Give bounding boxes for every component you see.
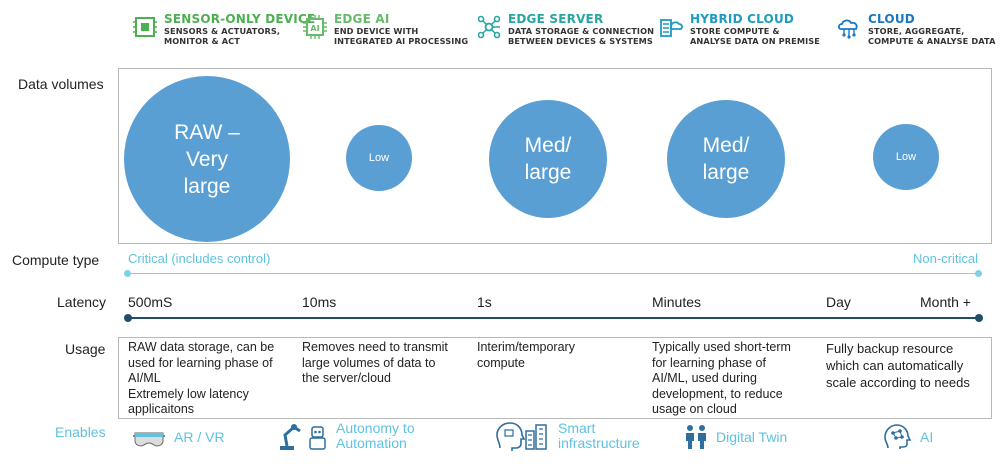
enables-ar-vr: AR / VR [132, 427, 225, 447]
tier-desc: STORE, AGGREGATE, COMPUTE & ANALYSE DATA [868, 26, 996, 46]
volume-bubble-cloud: Low [873, 124, 939, 190]
row-label-enables: Enables [55, 424, 106, 440]
tier-desc: DATA STORAGE & CONNECTION BETWEEN DEVICE… [508, 26, 655, 46]
ai-brain-icon [884, 424, 912, 449]
ai-chip-icon: AI [303, 15, 327, 39]
tier-edge-ai: AI EDGE AI END DEVICE WITH INTEGRATED AI… [302, 12, 468, 46]
latency-label-10ms: 10ms [302, 294, 337, 310]
row-label-compute-type: Compute type [12, 252, 100, 268]
row-label-usage: Usage [65, 341, 106, 357]
tier-hybrid-cloud: HYBRID CLOUD STORE COMPUTE & ANALYSE DAT… [658, 12, 820, 46]
tier-desc: SENSORS & ACTUATORS, MONITOR & ACT [164, 26, 281, 46]
cloud-icon [837, 19, 858, 39]
row-label-data-volumes: Data volumes [18, 76, 104, 92]
volume-label: Low [368, 152, 390, 164]
latency-label-1s: 1s [477, 294, 492, 310]
latency-label-month: Month + [920, 294, 971, 310]
latency-label-day: Day [826, 294, 851, 310]
tier-name: CLOUD [868, 12, 915, 26]
volume-label: Med/ large [524, 134, 572, 184]
hybrid-cloud-icon [660, 19, 683, 37]
tier-edge-server: EDGE SERVER DATA STORAGE & CONNECTION BE… [476, 12, 654, 46]
enables-autonomy: Autonomy to Automation [278, 421, 415, 451]
latency-scale-line [128, 317, 980, 319]
compute-noncritical-label: Non-critical [912, 251, 978, 266]
compute-critical-label: Critical (includes control) [128, 251, 271, 266]
latency-label-500ms: 500mS [128, 294, 173, 310]
volume-label: RAW – Very large [174, 120, 240, 198]
usage-sensor: RAW data storage, can be used for learni… [128, 340, 275, 416]
usage-panel [118, 337, 992, 419]
volume-label: Low [895, 151, 917, 163]
volume-bubble-edge-server: Med/ large [489, 100, 607, 218]
data-volumes-panel [118, 68, 992, 244]
compute-start-dot [124, 270, 131, 277]
enables-label: AR / VR [174, 428, 225, 445]
latency-start-dot [124, 314, 132, 322]
volume-bubble-hybrid-cloud: Med/ large [667, 100, 785, 218]
tier-desc: STORE COMPUTE & ANALYSE DATA ON PREMISE [690, 26, 820, 46]
tier-name: EDGE AI [334, 12, 390, 26]
enables-label: AI [920, 428, 934, 445]
tier-sensor-only: SENSOR-ONLY DEVICE SENSORS & ACTUATORS, … [132, 12, 315, 46]
volume-label: Med/ large [702, 134, 750, 184]
enables-label: Autonomy to Automation [336, 420, 415, 451]
usage-cloud: Fully backup resource which can automati… [826, 341, 970, 390]
latency-end-dot [975, 314, 983, 322]
enables-label: Digital Twin [716, 428, 788, 445]
latency-label-minutes: Minutes [652, 294, 702, 310]
tier-cloud: CLOUD STORE, AGGREGATE, COMPUTE & ANALYS… [836, 12, 996, 46]
enables-label: Smart infrastructure [558, 420, 640, 451]
compute-scale-line [127, 273, 980, 274]
vr-headset-icon [133, 432, 165, 447]
enables-ai: AI [884, 424, 933, 450]
twin-people-icon [686, 425, 706, 449]
tier-desc: END DEVICE WITH INTEGRATED AI PROCESSING [334, 26, 469, 46]
enables-digital-twin: Digital Twin [684, 424, 787, 450]
tier-name: SENSOR-ONLY DEVICE [164, 12, 316, 26]
network-nodes-icon [477, 15, 501, 39]
enables-smart-infrastructure: Smart infrastructure [496, 421, 640, 451]
svg-text:AI: AI [310, 24, 319, 33]
sensor-chip-icon [133, 17, 157, 37]
compute-end-dot [975, 270, 982, 277]
robot-arm-icon [280, 424, 326, 450]
usage-edge-ai: Removes need to transmit large volumes o… [302, 340, 448, 385]
volume-bubble-edge-ai: Low [346, 125, 412, 191]
usage-edge-server: Interim/temporary compute [477, 340, 575, 370]
usage-hybrid-cloud: Typically used short-term for learning p… [652, 340, 791, 416]
volume-bubble-sensor: RAW – Very large [124, 76, 290, 242]
row-label-latency: Latency [57, 294, 107, 310]
tier-name: HYBRID CLOUD [690, 12, 795, 26]
smart-city-icon [496, 422, 547, 451]
tier-name: EDGE SERVER [508, 12, 604, 26]
